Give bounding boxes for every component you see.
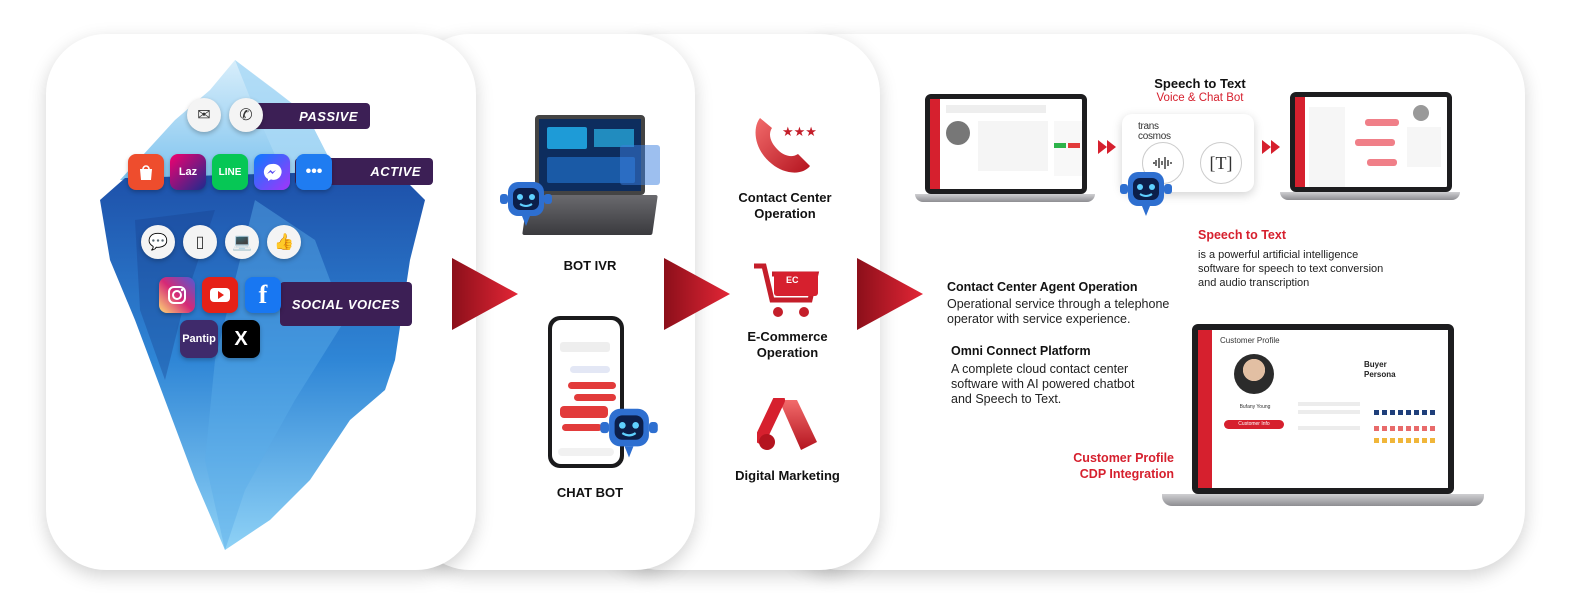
chat-bot-label: CHAT BOT <box>556 485 624 500</box>
text-t-icon: [T] <box>1200 142 1242 184</box>
omni-title: Omni Connect Platform <box>951 344 1091 358</box>
customer-avatar <box>1234 354 1274 394</box>
customer-profile-caption: Customer Profile CDP Integration <box>1050 450 1174 482</box>
ecommerce-badge: EC <box>786 275 799 285</box>
customer-info-button-label: Customer Info <box>1238 421 1270 427</box>
agent-dashboard-screen <box>925 94 1087 194</box>
shopee-icon <box>128 154 164 190</box>
arrow-right-icon <box>452 258 518 330</box>
omni-description: A complete cloud contact center software… <box>951 362 1135 406</box>
customer-profile-screen-title: Customer Profile <box>1220 336 1280 345</box>
facebook-label: f <box>258 280 268 309</box>
arrow-right-icon <box>857 258 923 330</box>
laptop-base <box>915 194 1095 202</box>
pantip-label: Pantip <box>182 333 216 345</box>
buyer-persona-label: Buyer Persona <box>1364 360 1396 379</box>
line-label: LINE <box>218 166 242 178</box>
tag-passive: PASSIVE <box>245 103 370 129</box>
customer-profile-laptop: Customer Profile Bufany Young Customer I… <box>1162 324 1484 512</box>
robot-icon <box>500 182 552 226</box>
contact-center-label: Contact Center Operation <box>738 190 832 221</box>
customer-profile-caption-line1: Customer Profile <box>1073 451 1174 465</box>
thumbs-up-icon: 👍 <box>267 225 301 259</box>
svg-text:★★★: ★★★ <box>782 125 817 140</box>
youtube-icon <box>202 277 238 313</box>
speech-subtitle: Voice & Chat Bot <box>1156 92 1244 104</box>
lazada-label: Laz <box>178 166 198 178</box>
ecommerce-label: E-Commerce Operation <box>747 329 828 360</box>
speech-title: Speech to Text <box>1154 76 1246 91</box>
customer-profile-caption-line2: CDP Integration <box>1079 467 1174 481</box>
double-arrow-icon <box>1098 140 1116 154</box>
line-icon: LINE <box>212 154 248 190</box>
speech-description: is a powerful artificial intelligence so… <box>1198 249 1384 289</box>
email-icon: ✉ <box>187 98 221 132</box>
transcosmos-logo: trans cosmos <box>1138 121 1171 142</box>
x-icon: X <box>222 320 260 358</box>
lazada-icon: Laz <box>170 154 206 190</box>
chatbot-phone-illustration <box>548 316 624 468</box>
double-arrow-icon <box>1262 140 1280 154</box>
digital-marketing-label: Digital Marketing <box>735 468 840 483</box>
mobile-icon: ▯ <box>183 225 217 259</box>
robot-icon <box>1120 172 1172 216</box>
chat-icon: 💬 <box>141 225 175 259</box>
contact-center-icon: ★★★ <box>755 118 817 173</box>
messenger-icon <box>254 154 290 190</box>
ecommerce-cart-icon <box>754 263 820 317</box>
agent-dashboard-laptop <box>915 94 1095 206</box>
pantip-icon: Pantip <box>180 320 218 358</box>
arrow-right-icon <box>664 258 730 330</box>
agent-operation-title: Contact Center Agent Operation <box>947 280 1138 294</box>
x-label: X <box>234 327 248 350</box>
speech-heading: Speech to Text <box>1198 228 1286 242</box>
agent-operation-description: Operational service through a telephone … <box>947 297 1170 326</box>
facebook-icon: f <box>245 277 281 313</box>
chat-transcript-screen <box>1290 92 1452 192</box>
laptop-base <box>1162 494 1484 506</box>
chat-bubble-icon: ••• <box>296 154 332 190</box>
customer-profile-screen: Customer Profile Bufany Young Customer I… <box>1192 324 1454 494</box>
robot-icon <box>600 408 658 458</box>
chat-transcript-laptop <box>1280 92 1460 204</box>
customer-info-button[interactable]: Customer Info <box>1224 420 1284 429</box>
laptop-icon: 💻 <box>225 225 259 259</box>
ivr-laptop-illustration <box>515 115 665 245</box>
instagram-icon <box>159 277 195 313</box>
laptop-base <box>1280 192 1460 200</box>
digital-marketing-icon <box>757 398 817 450</box>
phone-icon: ✆ <box>229 98 263 132</box>
tag-social-voices: SOCIAL VOICES <box>280 282 412 326</box>
customer-name: Bufany Young <box>1239 404 1271 410</box>
bot-ivr-label: BOT IVR <box>563 258 617 273</box>
